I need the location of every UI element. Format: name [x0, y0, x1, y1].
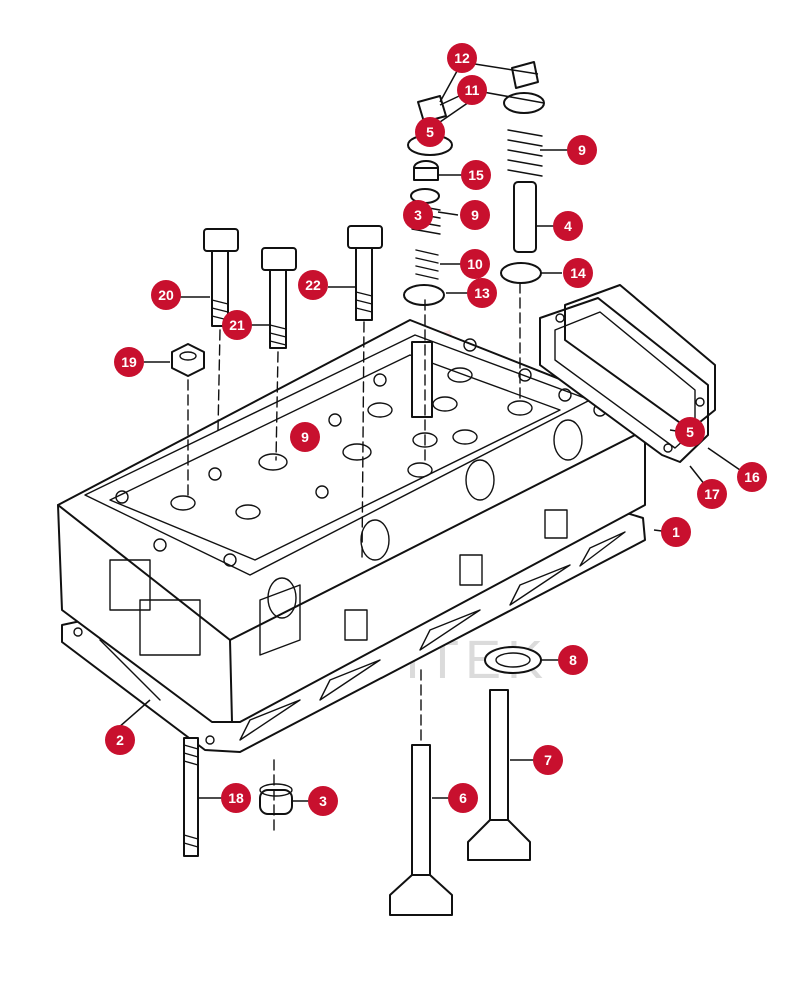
callout-9-top: 9: [567, 135, 597, 165]
callout-9a-label: 9: [578, 142, 586, 158]
callout-21-label: 21: [229, 317, 245, 333]
cylinder-head: [57, 319, 646, 723]
stud-18: [183, 737, 199, 857]
callout-9b-label: 9: [471, 207, 479, 223]
callout-15-label: 15: [468, 167, 484, 183]
callout-19: 19: [114, 347, 144, 377]
callout-18: 18: [221, 783, 251, 813]
callout-11-label: 11: [465, 82, 480, 98]
callout-22-label: 22: [305, 277, 321, 293]
nut-19: [171, 343, 205, 377]
callout-13-label: 13: [474, 285, 490, 301]
callout-3-seal: 3: [308, 786, 338, 816]
callout-16-label: 16: [744, 469, 760, 485]
callout-14-label: 14: [570, 265, 586, 281]
seal-3: [259, 783, 293, 815]
side-cover-assembly: [539, 284, 716, 463]
callout-10-label: 10: [467, 256, 483, 272]
callout-5-cover: 5: [675, 417, 705, 447]
callout-5a-label: 5: [426, 124, 434, 140]
callout-21: 21: [222, 310, 252, 340]
callout-12: 12: [447, 43, 477, 73]
callout-2-label: 2: [116, 732, 124, 748]
callout-1-label: 1: [672, 524, 680, 540]
callout-1: 1: [661, 517, 691, 547]
callout-19-label: 19: [121, 354, 137, 370]
callout-3-stack: 3: [403, 200, 433, 230]
callout-5-top: 5: [415, 117, 445, 147]
callout-16: 16: [737, 462, 767, 492]
head-holes: [115, 338, 607, 567]
callout-9-stack: 9: [460, 200, 490, 230]
callout-17: 17: [697, 479, 727, 509]
callout-13: 13: [467, 278, 497, 308]
valve-6: [389, 669, 453, 916]
callout-4: 4: [553, 211, 583, 241]
callout-4-label: 4: [564, 218, 572, 234]
callout-17-label: 17: [704, 486, 720, 502]
callout-14: 14: [563, 258, 593, 288]
callout-15: 15: [461, 160, 491, 190]
callout-3a-label: 3: [319, 793, 327, 809]
valve-seat-8: [484, 646, 542, 674]
callout-12-label: 12: [454, 50, 470, 66]
callout-7: 7: [533, 745, 563, 775]
callout-20-label: 20: [158, 287, 174, 303]
callout-2: 2: [105, 725, 135, 755]
bolt-21: [261, 247, 297, 349]
bolt-20: [203, 228, 239, 327]
callout-9-head: 9: [290, 422, 320, 452]
callout-10: 10: [460, 249, 490, 279]
callout-5b-label: 5: [686, 424, 694, 440]
callout-22: 22: [298, 270, 328, 300]
callout-8: 8: [558, 645, 588, 675]
valve-stack-left: [403, 95, 453, 461]
callout-6-label: 6: [459, 790, 467, 806]
valve-stack-right: [500, 61, 545, 401]
callout-3b-label: 3: [414, 207, 422, 223]
callout-9c-label: 9: [301, 429, 309, 445]
callout-7-label: 7: [544, 752, 552, 768]
callout-18-label: 18: [228, 790, 244, 806]
axis-22: [361, 321, 365, 561]
valve-7: [467, 689, 531, 861]
bolt-22: [347, 225, 383, 321]
axis-21: [275, 351, 279, 461]
callout-11: 11: [457, 75, 487, 105]
callout-20: 20: [151, 280, 181, 310]
axis-20: [217, 329, 221, 431]
callout-6: 6: [448, 783, 478, 813]
callout-8-label: 8: [569, 652, 577, 668]
